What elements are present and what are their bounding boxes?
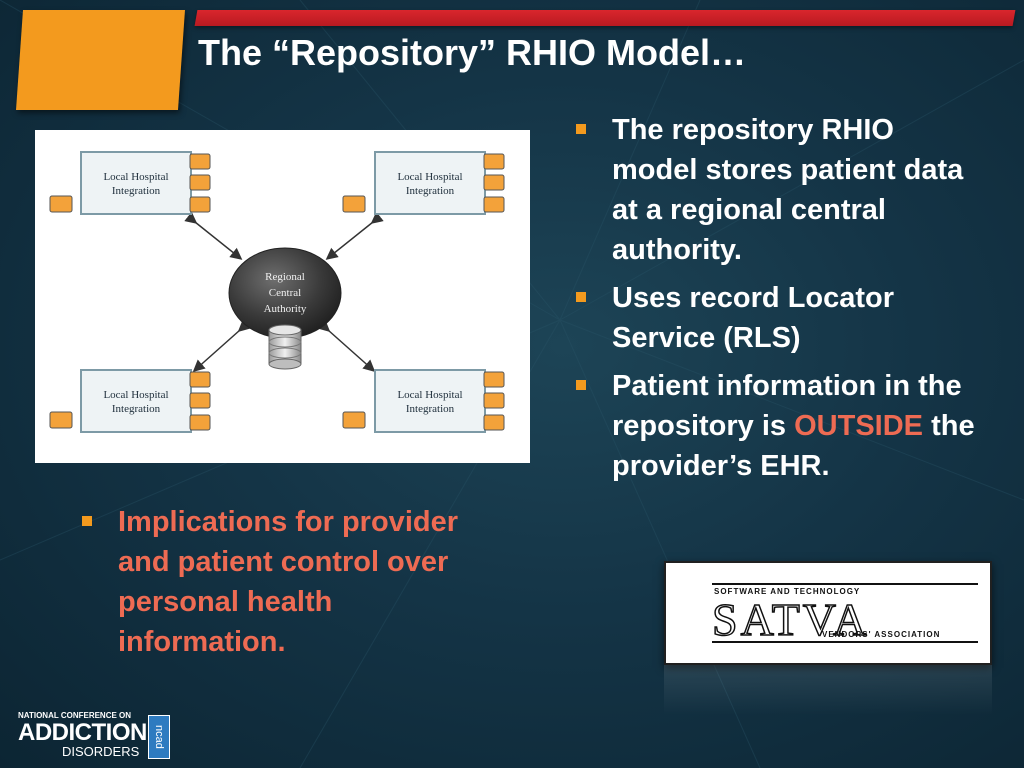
square-bullet-icon (576, 292, 586, 302)
square-bullet-icon (82, 516, 92, 526)
central-label-line2: Central (269, 287, 301, 299)
satva-main-text: SATVA (711, 593, 870, 646)
hospital-label-line1: Local Hospital (397, 389, 462, 401)
logo-mark: ncad (148, 715, 170, 759)
satva-top-text: SOFTWARE AND TECHNOLOGY (714, 587, 861, 596)
bullet-item: The repository RHIO model stores patient… (576, 110, 976, 270)
highlight-outside: OUTSIDE (794, 410, 924, 442)
logo-main-text: ADDICTION (18, 719, 147, 746)
hospital-label-line1: Local Hospital (103, 171, 168, 183)
hospital-node-top-right: Local Hospital Integration (342, 151, 505, 215)
bullet-item: Patient information in the repository is… (576, 366, 976, 486)
hospital-node-top-left: Local Hospital Integration (49, 151, 211, 215)
central-label-line3: Authority (264, 303, 307, 315)
square-bullet-icon (576, 380, 586, 390)
satva-rule-bottom (712, 641, 978, 643)
bullet-text-after: the provider’s EHR. (612, 410, 975, 482)
central-label-line1: Regional (265, 271, 305, 283)
slide-title: The “Repository” RHIO Model… (198, 32, 747, 73)
satva-rule-top (712, 583, 978, 585)
bullet-item: Uses record Locator Service (RLS) (576, 278, 976, 358)
bullet-text: Uses record Locator Service (RLS) (612, 282, 895, 354)
red-header-bar (194, 10, 1016, 26)
rhio-diagram: Local Hospital Integration Local Hospita… (35, 130, 530, 463)
logo-top-text: NATIONAL CONFERENCE ON (18, 711, 132, 720)
hospital-label-line2: Integration (112, 185, 161, 197)
bullet-item: Implications for provider and patient co… (82, 502, 502, 662)
square-bullet-icon (576, 124, 586, 134)
bullet-text: The repository RHIO model stores patient… (612, 114, 964, 266)
regional-central-authority: Regional Central Authority (228, 247, 342, 339)
rhio-diagram-svg: Local Hospital Integration Local Hospita… (49, 151, 505, 433)
database-icon (268, 324, 302, 370)
hospital-node-bottom-left: Local Hospital Integration (49, 369, 211, 433)
satva-logo: SOFTWARE AND TECHNOLOGY SATVA VENDORS' A… (664, 561, 992, 665)
ncad-logo: NATIONAL CONFERENCE ON ADDICTION DISORDE… (18, 711, 178, 761)
right-bullet-list: The repository RHIO model stores patient… (576, 110, 976, 494)
hospital-label-line2: Integration (406, 403, 455, 415)
hospital-node-bottom-right: Local Hospital Integration (342, 369, 505, 433)
logo-sub-text: DISORDERS (62, 744, 140, 759)
bullet-text: Implications for provider and patient co… (118, 506, 458, 658)
satva-bottom-text: VENDORS' ASSOCIATION (822, 630, 941, 639)
hospital-label-line2: Integration (406, 185, 455, 197)
satva-reflection (664, 665, 992, 715)
hospital-label-line1: Local Hospital (103, 389, 168, 401)
hospital-label-line1: Local Hospital (397, 171, 462, 183)
left-bullet-list: Implications for provider and patient co… (82, 502, 502, 662)
orange-corner-block (16, 10, 185, 110)
bullet-text-before: Patient information in the repository is (612, 370, 962, 442)
connector-arrows (184, 211, 384, 372)
hospital-label-line2: Integration (112, 403, 161, 415)
